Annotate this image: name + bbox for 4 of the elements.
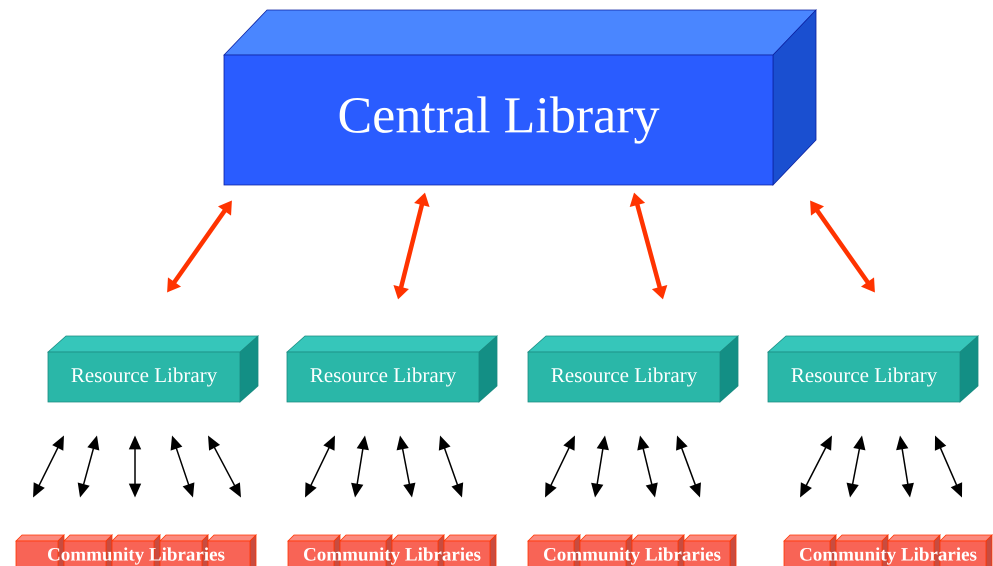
community-label: Community Libraries <box>304 547 480 565</box>
community-label: Community Libraries <box>800 547 976 565</box>
community-label: Community Libraries <box>48 547 224 565</box>
community-label: Community Libraries <box>544 547 720 565</box>
